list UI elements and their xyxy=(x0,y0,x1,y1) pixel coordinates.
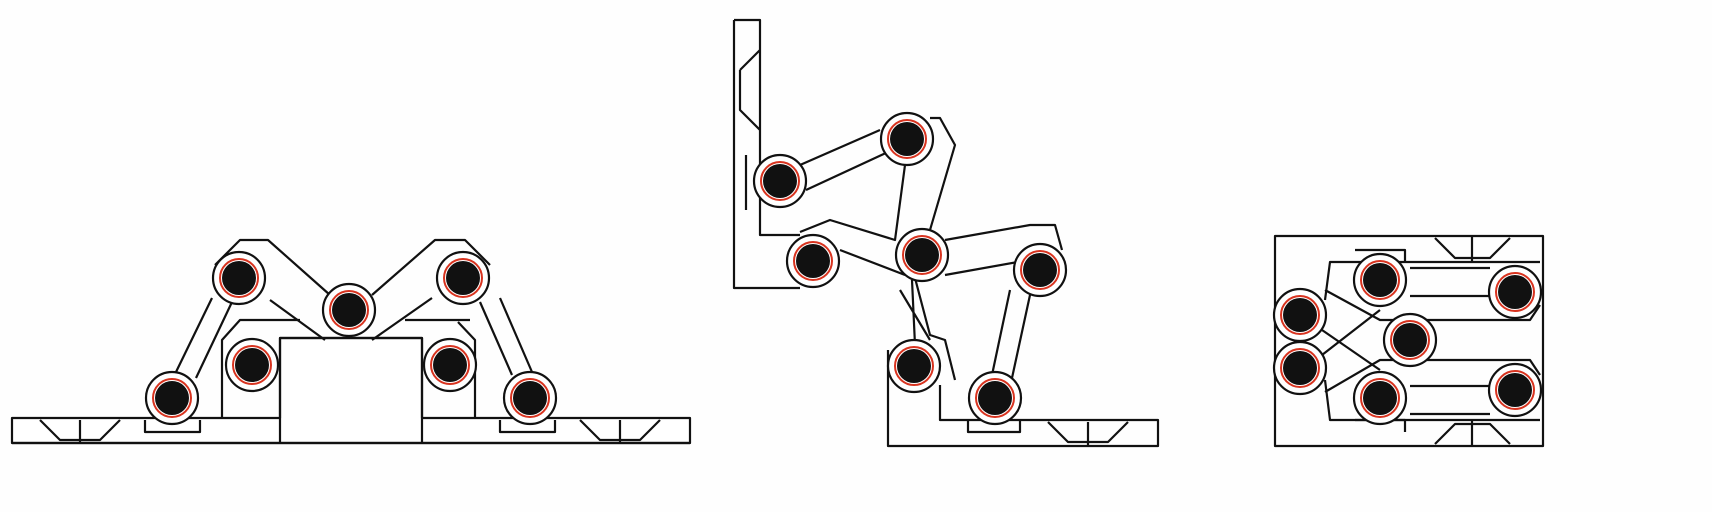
joint-core xyxy=(978,381,1012,415)
joint xyxy=(435,250,491,306)
link-c xyxy=(839,223,1064,277)
joint-core xyxy=(763,164,797,198)
joint-accent-ring xyxy=(1280,348,1320,388)
joint-core xyxy=(446,261,480,295)
joint xyxy=(1352,370,1408,426)
joint-core xyxy=(332,293,366,327)
lower-link xyxy=(220,318,477,418)
strut-right xyxy=(478,297,534,376)
joint-core xyxy=(1363,263,1397,297)
joint xyxy=(422,337,478,393)
joint-accent-ring xyxy=(219,258,259,298)
joint xyxy=(1382,312,1438,368)
joint-accent-ring xyxy=(510,378,550,418)
joint xyxy=(224,337,280,393)
joint-core xyxy=(1393,323,1427,357)
joint-core xyxy=(235,348,269,382)
joint-accent-ring xyxy=(1495,272,1535,312)
joint-core xyxy=(1283,351,1317,385)
joint-accent-ring xyxy=(1360,260,1400,300)
joint xyxy=(1012,242,1068,298)
joint-accent-ring xyxy=(1280,295,1320,335)
joint-accent-ring xyxy=(887,119,927,159)
joint-accent-ring xyxy=(1495,370,1535,410)
joint xyxy=(211,250,267,306)
joint xyxy=(1487,362,1543,418)
link-a xyxy=(799,128,889,191)
base-outline xyxy=(12,336,690,445)
joint-core xyxy=(1363,381,1397,415)
joint xyxy=(1272,287,1328,343)
joint xyxy=(144,370,200,426)
joint xyxy=(502,370,558,426)
joint-core xyxy=(1023,253,1057,287)
floor-plate xyxy=(886,350,1160,448)
joint-accent-ring xyxy=(1360,378,1400,418)
joint xyxy=(1272,340,1328,396)
link-upper xyxy=(1321,260,1541,371)
joint-core xyxy=(905,238,939,272)
joint xyxy=(1487,264,1543,320)
joint xyxy=(886,338,942,394)
joint-accent-ring xyxy=(443,258,483,298)
joint xyxy=(894,227,950,283)
joint xyxy=(752,153,808,209)
joint-core xyxy=(897,349,931,383)
joint-core xyxy=(433,348,467,382)
joint-accent-ring xyxy=(152,378,192,418)
joint-core xyxy=(222,261,256,295)
link-lower xyxy=(1321,309,1541,422)
joint-core xyxy=(155,381,189,415)
joint-core xyxy=(1498,373,1532,407)
joint-core xyxy=(513,381,547,415)
mount-left xyxy=(39,419,202,443)
joint-accent-ring xyxy=(894,346,934,386)
joint-accent-ring xyxy=(232,345,272,385)
joints xyxy=(144,111,1543,426)
figure-configuration-c xyxy=(1273,234,1545,448)
joint-core xyxy=(890,122,924,156)
joint xyxy=(879,111,935,167)
joint xyxy=(785,233,841,289)
joint-accent-ring xyxy=(902,235,942,275)
link-d xyxy=(899,239,1032,381)
frame-details xyxy=(1355,236,1511,446)
joint-accent-ring xyxy=(975,378,1015,418)
joint-core xyxy=(1283,298,1317,332)
frame xyxy=(1273,234,1545,448)
joint xyxy=(1352,252,1408,308)
joint-accent-ring xyxy=(430,345,470,385)
joint-accent-ring xyxy=(760,161,800,201)
figure-configuration-b xyxy=(732,18,1160,448)
joint xyxy=(321,282,377,338)
strut-left xyxy=(175,297,233,379)
mount-right xyxy=(498,419,661,443)
wall-plate xyxy=(732,18,800,290)
joint xyxy=(967,370,1023,426)
joint-accent-ring xyxy=(793,241,833,281)
joint-core xyxy=(1498,275,1532,309)
figure-configuration-a xyxy=(10,238,692,445)
link-b xyxy=(799,116,957,242)
joint-accent-ring xyxy=(329,290,369,330)
joint-core xyxy=(796,244,830,278)
joint-accent-ring xyxy=(1020,250,1060,290)
joint-accent-ring xyxy=(1390,320,1430,360)
